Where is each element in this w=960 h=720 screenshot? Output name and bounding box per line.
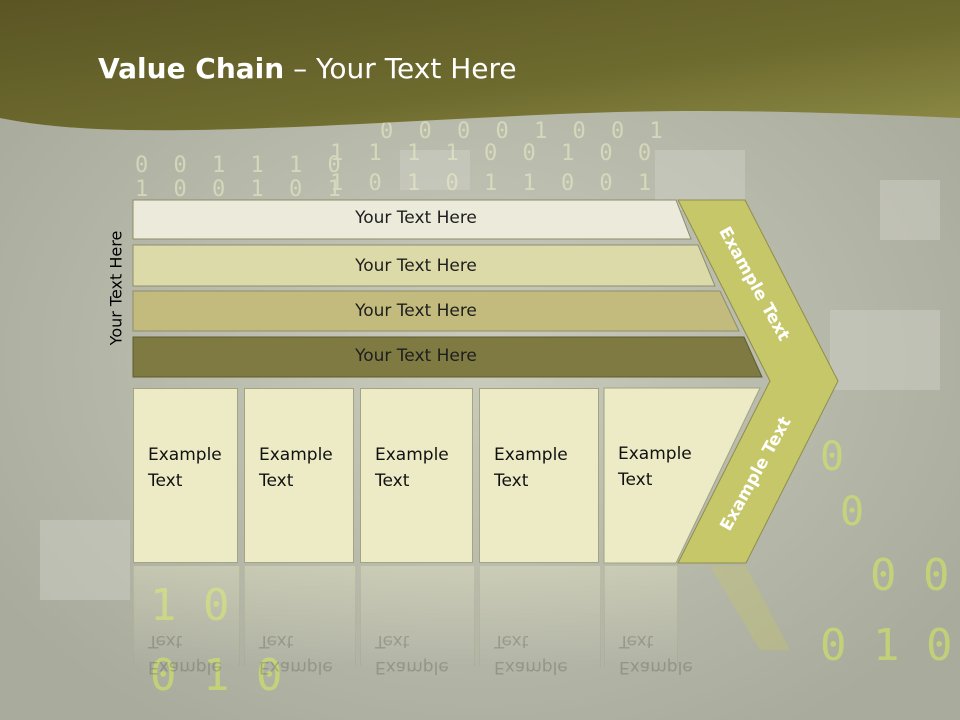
box-5-shape: [603, 387, 761, 564]
bar-2: [132, 244, 716, 287]
svg-text:0 0 1 1 1 0: 0 0 1 1 1 0: [135, 153, 347, 178]
bar-3: [132, 290, 740, 332]
svg-text:0: 0: [840, 489, 864, 535]
header-band: [0, 0, 960, 131]
box-4-label: Example Text: [494, 445, 568, 491]
box-5: Example Text: [604, 388, 754, 563]
svg-text:1 0 1 0 1 1 0 0 1: 1 0 1 0 1 1 0 0 1: [330, 171, 657, 196]
bar-1: [132, 199, 692, 240]
bar-3-label: Your Text Here: [355, 301, 477, 321]
svg-text:1 0 0 1 0 1: 1 0 0 1 0 1: [135, 177, 347, 202]
box-1: Example Text: [133, 388, 238, 563]
svg-text:0: 0: [820, 434, 844, 480]
box-5-label: Example Text: [618, 444, 692, 490]
box-4: Example Text: [479, 388, 599, 563]
bar-1-label: Your Text Here: [355, 208, 477, 228]
box-2: Example Text: [244, 388, 354, 563]
bar-4-label: Your Text Here: [355, 346, 477, 366]
box-2-label: Example Text: [259, 445, 333, 491]
bar-4: [132, 336, 763, 378]
decor-cubes: [40, 150, 940, 600]
svg-text:0 0 0 0 1 0 0 1: 0 0 0 0 1 0 0 1: [380, 119, 669, 144]
title-bold: Value Chain: [98, 52, 285, 85]
bar-2-label: Your Text Here: [355, 256, 477, 276]
title-rest: – Your Text Here: [284, 52, 517, 85]
binary-digits-large: 0 0 0 0 0 1 0 1 0 0 1 0: [150, 434, 952, 701]
slide-title: Value Chain – Your Text Here: [98, 52, 517, 85]
chevron: [677, 199, 839, 564]
svg-text:0 0: 0 0: [870, 550, 949, 601]
svg-text:0 1 0: 0 1 0: [150, 650, 282, 701]
svg-text:1 0: 1 0: [150, 580, 229, 631]
svg-text:1 1 1 1 0 0 1 0 0: 1 1 1 1 0 0 1 0 0: [330, 141, 657, 166]
box-3-label: Example Text: [375, 445, 449, 491]
chevron-reflection: [678, 566, 790, 650]
box-1-label: Example Text: [148, 445, 222, 491]
box-3: Example Text: [360, 388, 473, 563]
svg-text:0 1 0: 0 1 0: [820, 620, 952, 671]
binary-digits-decoration: 0 0 1 1 1 0 1 0 0 1 0 1 1 1 1 1 0 0 1 0 …: [135, 119, 669, 202]
